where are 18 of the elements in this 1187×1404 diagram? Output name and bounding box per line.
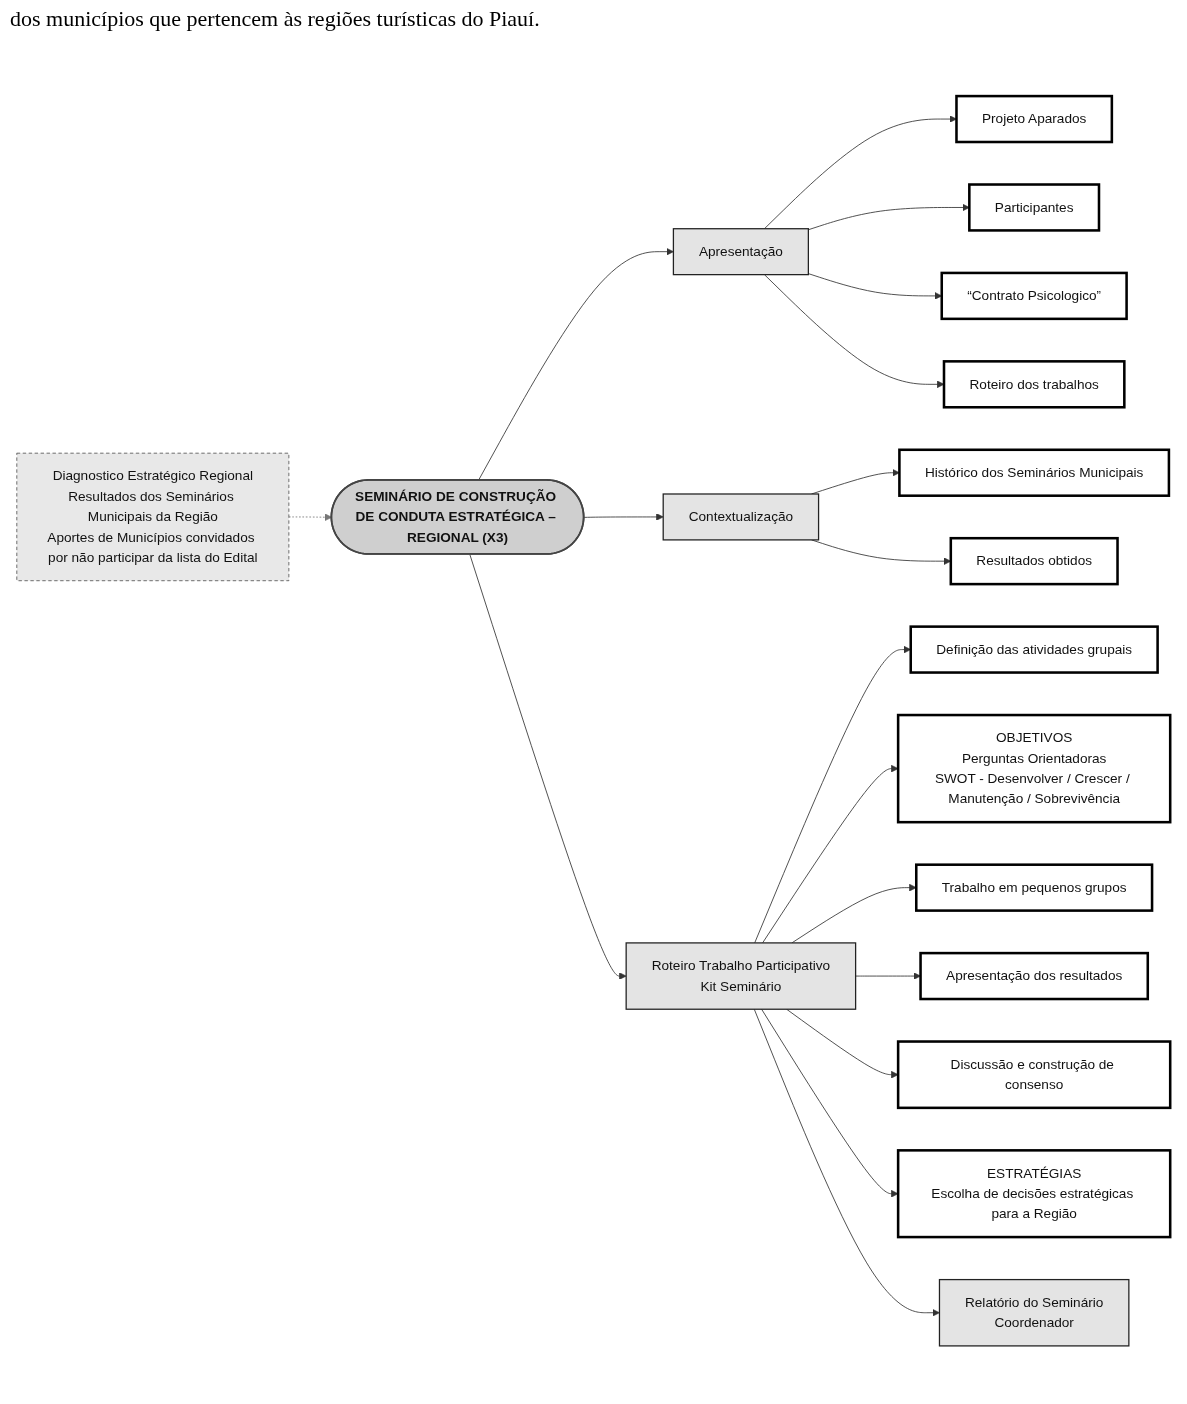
node-box: Resultados obtidos	[949, 536, 1119, 586]
note-text: dos municípios que pertencem às regiões turísticas do Piauí.	[10, 6, 540, 32]
node-box: Participantes	[968, 183, 1101, 232]
node-box: Projeto Aparados	[955, 94, 1114, 144]
node-box: Relatório do Seminário Coordenador	[938, 1278, 1130, 1347]
node-box: Discussão e construção de consenso	[896, 1040, 1172, 1110]
node-box: Diagnostico Estratégico Regional Resultados dos Seminários Municipais da Região Aportes de Municípios convidados por não participar da lista do Edital	[16, 452, 290, 582]
node-box: “Contrato Psicologico”	[940, 271, 1128, 321]
node-box: Histórico dos Seminários Municipais	[898, 448, 1171, 497]
node-box: ESTRATÉGIAS Escolha de decisões estratégicas para a Região	[896, 1149, 1172, 1239]
node-box: Definição das atividades grupais	[909, 625, 1159, 674]
node-box: OBJETIVOS Perguntas Orientadoras SWOT - Desenvolver / Crescer / Manutenção / Sobrevivência	[896, 713, 1172, 824]
node-box: Roteiro dos trabalhos	[942, 360, 1126, 409]
node-box: Roteiro Trabalho Participativo Kit Seminário	[625, 942, 857, 1010]
node-box: Apresentação dos resultados	[919, 951, 1150, 1001]
node-box: Trabalho em pequenos grupos	[915, 863, 1154, 912]
node-box: Apresentação	[672, 228, 809, 276]
node-box: Contextualização	[662, 493, 820, 541]
